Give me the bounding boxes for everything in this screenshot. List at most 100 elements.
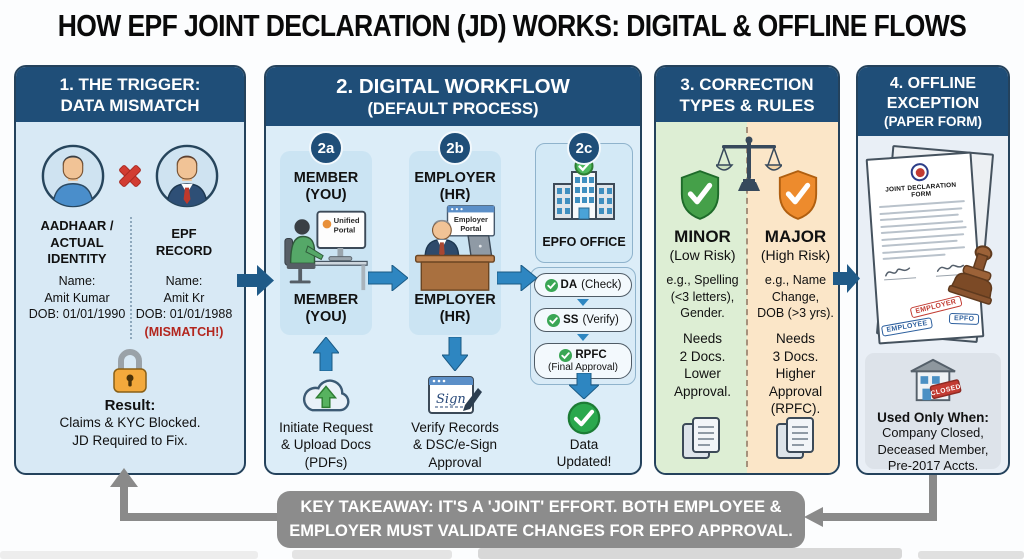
step-2c-badge: 2c (567, 131, 601, 165)
down-arrow-icon (577, 334, 589, 341)
minor-docs-icon (682, 417, 720, 459)
epfo-approval-stages: DA (Check) SS (Verify) RPFC (Final Appro… (530, 267, 636, 385)
svg-text:Sign: Sign (436, 392, 466, 407)
epfo-seal-icon (910, 162, 930, 182)
minor-risk-level: (Low Risk) (669, 246, 736, 263)
loopback-line-horizontal-right (822, 513, 937, 521)
jd-form-scene: JOINT DECLARATION FORM EMPLOYER EMPLOYEE (865, 144, 1004, 351)
esign-icon: Sign (428, 376, 482, 414)
step-2a-badge: 2a (309, 131, 343, 165)
aadhaar-avatar-icon (41, 144, 105, 208)
major-shield-icon (778, 170, 818, 220)
member-card: MEMBER(YOU) Unified Portal MEMBER(YOU) (280, 151, 372, 335)
employer-card: EMPLOYER(HR) Employer Portal EMPLOYER(HR… (409, 151, 501, 335)
panel-trigger-header: 1. THE TRIGGER:DATA MISMATCH (16, 67, 244, 123)
panel-offline-exception: 4. OFFLINE EXCEPTION (PAPER FORM) JOINT … (856, 65, 1010, 475)
result-label: Result: (104, 397, 156, 414)
signature-icon (884, 266, 917, 280)
cropped-artifact (918, 551, 1024, 559)
member-caption: Initiate Request& Upload Docs(PDFs) (279, 420, 373, 470)
usage-label: Used Only When: (877, 410, 989, 425)
stage-ss-desc: (Verify) (582, 314, 619, 326)
panel-offline-header-line2: EXCEPTION (886, 94, 980, 112)
svg-text:Portal: Portal (460, 224, 481, 233)
minor-examples: e.g., Spelling(<3 letters),Gender. (666, 273, 739, 320)
loopback-line-vertical-right (929, 475, 937, 518)
success-check-wrap (567, 401, 601, 440)
mismatch-x-icon (119, 165, 141, 187)
result-text: Claims & KYC Blocked.JD Required to Fix. (59, 415, 201, 448)
major-docs-icon (776, 417, 814, 459)
closed-company-icon: CLOSED (910, 358, 962, 402)
epfo-building-icon (553, 156, 615, 220)
data-updated-check-icon (567, 401, 601, 435)
trigger-to-digital-arrow (237, 265, 274, 296)
loopback-line-horizontal-left (120, 513, 280, 521)
svg-text:Unified: Unified (334, 216, 360, 225)
member-to-employer-arrow (368, 265, 408, 291)
minor-shield-icon (680, 170, 720, 220)
mismatch-flag: (MISMATCH!) (144, 324, 224, 339)
employee-stamp: EMPLOYEE (880, 317, 934, 337)
offline-usage-card: CLOSED Used Only When: Company Closed,De… (865, 353, 1001, 473)
epfo-office-label: EPFO OFFICE (542, 235, 626, 249)
form-title: JOINT DECLARATION FORM (885, 181, 957, 199)
member-label-bottom: MEMBER(YOU) (293, 292, 359, 326)
epf-record-avatar-icon (155, 144, 219, 208)
cropped-artifact (292, 550, 452, 559)
panel-offline-header-line1: 4. OFFLINE (889, 75, 977, 92)
stage-da-desc: (Check) (581, 279, 622, 291)
panel-digital-workflow: 2. DIGITAL WORKFLOW (DEFAULT PROCESS) 2a… (264, 65, 642, 475)
svg-text:Portal: Portal (334, 226, 356, 235)
panel-offline-header-line3: (PAPER FORM) (884, 113, 982, 129)
usage-conditions: Company Closed,Deceased Member,Pre-2017 … (877, 425, 989, 474)
panel-digital-header-line2: (DEFAULT PROCESS) (367, 100, 539, 119)
minor-column: MINOR (Low Risk) e.g., Spelling(<3 lette… (659, 227, 746, 400)
balance-scale-icon (716, 136, 782, 191)
loopback-arrowhead-left (804, 507, 823, 527)
major-name: MAJOR (764, 227, 827, 246)
minor-name: MINOR (674, 227, 731, 246)
employer-to-epfo-arrow (497, 265, 537, 291)
correction-to-offline-arrow (833, 264, 860, 293)
lock-wrap (16, 345, 244, 400)
major-risk-level: (High Risk) (760, 246, 831, 263)
member-label-top: MEMBER(YOU) (293, 170, 359, 204)
check-icon (559, 349, 573, 362)
employer-label-bottom: EMPLOYER(HR) (414, 292, 496, 326)
panel-digital-header-line1: 2. DIGITAL WORKFLOW (336, 75, 570, 98)
employer-at-desk-illustration: Employer Portal (414, 205, 496, 292)
result-block: Result: Claims & KYC Blocked.JD Required… (20, 397, 240, 450)
key-takeaway-banner: KEY TAKEAWAY: IT'S A 'JOINT' EFFORT. BOT… (277, 491, 805, 548)
employer-label-top: EMPLOYER(HR) (414, 170, 496, 204)
risk-divider (746, 127, 748, 467)
stage-rpfc-code: RPFC (575, 348, 607, 361)
down-arrow-icon (577, 299, 589, 306)
member-at-computer-illustration: Unified Portal (284, 210, 368, 291)
check-icon (547, 313, 561, 327)
page-title: HOW EPF JOINT DECLARATION (JD) WORKS: DI… (57, 8, 967, 43)
stage-rpfc-desc: (Final Approval) (547, 362, 619, 373)
svg-text:Employer: Employer (454, 215, 488, 224)
epfo-office-card: EPFO OFFICE (535, 143, 633, 263)
step-2b-badge: 2b (438, 131, 472, 165)
avatar-row (16, 143, 244, 209)
loopback-line-vertical-left (120, 486, 128, 517)
upload-up-arrow (313, 337, 339, 371)
stage-da-pill: DA (Check) (534, 273, 632, 297)
stage-ss-pill: SS (Verify) (534, 308, 632, 332)
